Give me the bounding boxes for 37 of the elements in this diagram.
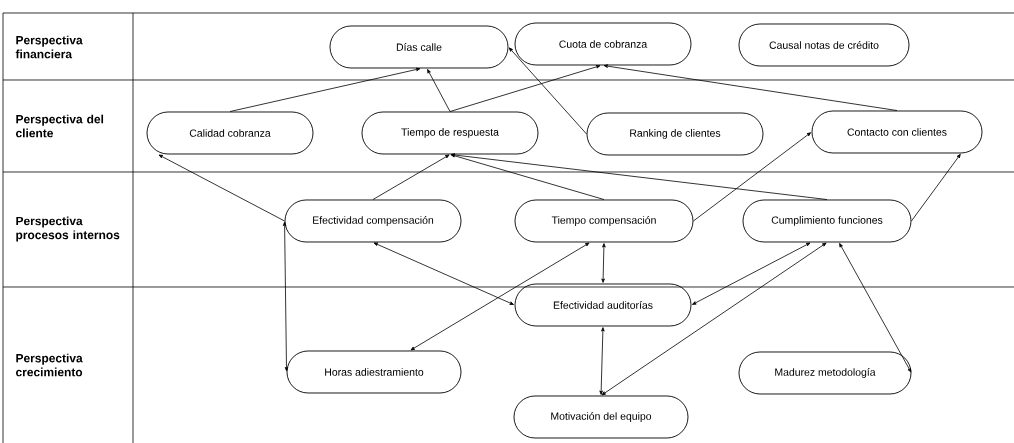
process-box: Contacto con clientes: [811, 110, 983, 154]
process-box: Efectividad compensación: [284, 199, 462, 243]
arrow: [839, 243, 912, 373]
arrow: [508, 47, 587, 135]
arrow: [692, 242, 811, 305]
arrow: [372, 154, 450, 200]
row-header: Perspectiva del cliente: [16, 114, 104, 138]
arrow: [449, 65, 601, 112]
arrow: [911, 153, 961, 222]
arrow: [427, 69, 451, 112]
arrow: [603, 64, 898, 111]
arrow: [229, 67, 421, 112]
arrow: [410, 242, 590, 351]
arrow: [693, 132, 812, 222]
process-box: Cuota de cobranza: [514, 22, 692, 66]
process-box: Motivación del equipo: [513, 395, 689, 439]
process-box: Madurez metodología: [738, 351, 912, 395]
row-header: Perspectiva crecimiento: [16, 353, 83, 377]
process-box: Causal notas de crédito: [738, 23, 910, 67]
arrow: [599, 327, 605, 395]
arrow: [601, 243, 606, 283]
process-box: Tiempo de respuesta: [361, 111, 539, 155]
process-box: Tiempo compensación: [514, 199, 694, 243]
arrow: [601, 242, 827, 396]
arrow: [373, 242, 514, 305]
row-header: Perspectiva procesos internos: [16, 216, 120, 242]
arrow: [282, 221, 289, 372]
arrow: [450, 153, 828, 200]
process-box: Efectividad auditorías: [514, 283, 692, 327]
process-box: Calidad cobranza: [146, 111, 314, 155]
row-header: Perspectiva financiera: [15, 35, 83, 59]
arrow: [450, 154, 605, 200]
process-box: Horas adiestramiento: [286, 350, 462, 394]
arrow: [158, 154, 285, 222]
process-box: Cumplimiento funciones: [742, 199, 912, 243]
process-box: Días calle: [329, 25, 509, 69]
process-box: Ranking de clientes: [586, 112, 764, 156]
